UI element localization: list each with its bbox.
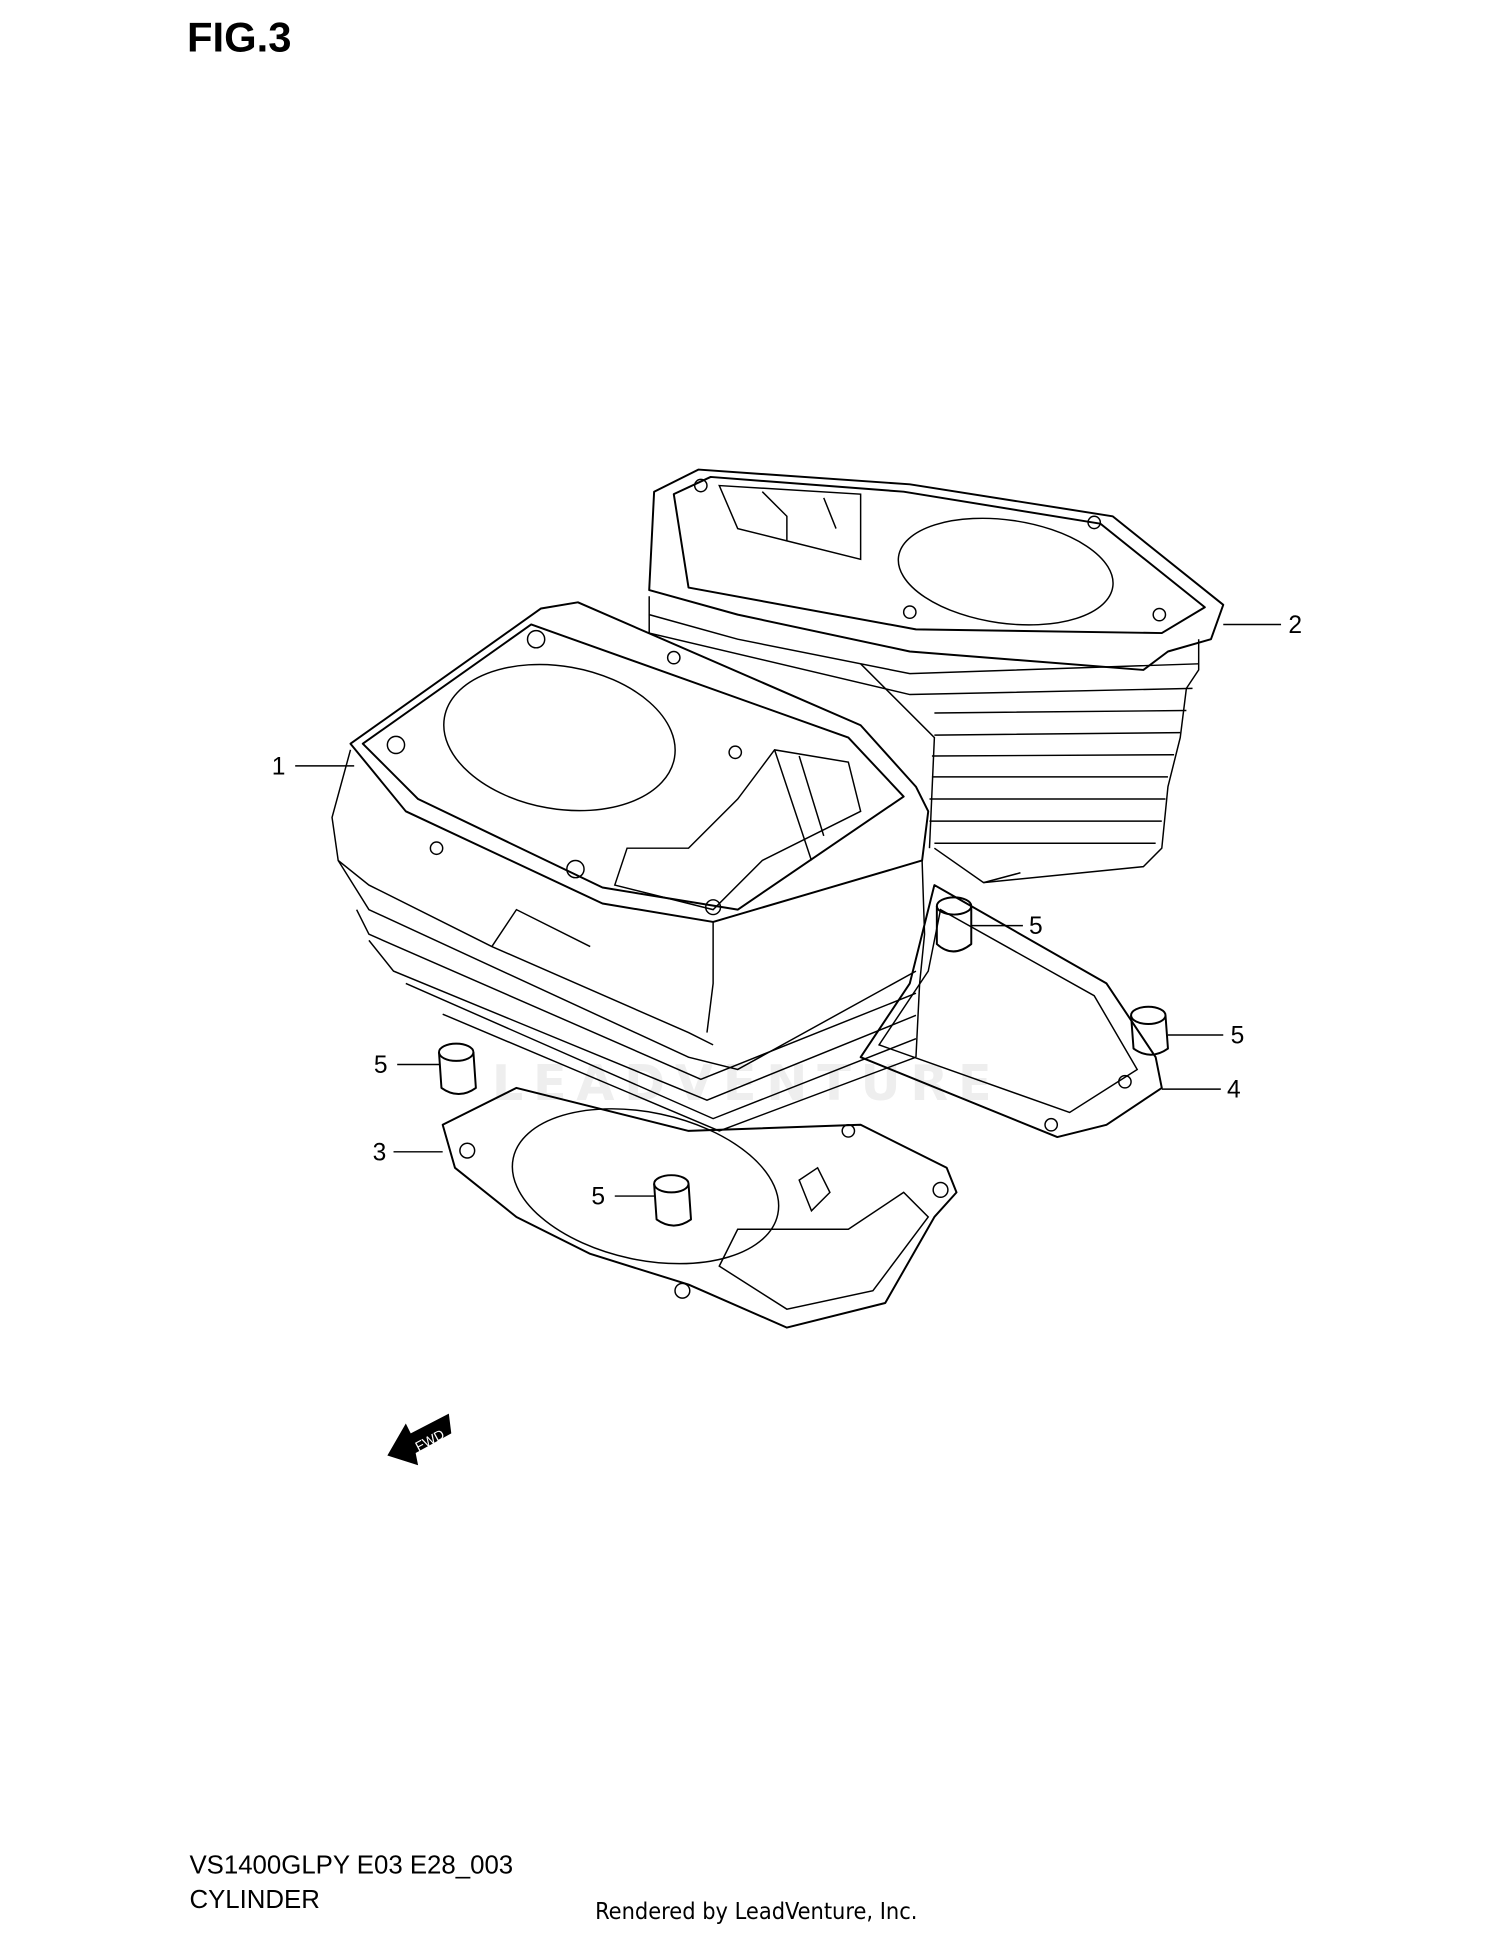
cylinder-front[interactable]	[331, 601, 930, 1132]
figure-title: FIG.3	[187, 14, 291, 61]
gasket-front[interactable]	[441, 1086, 958, 1329]
dowel-pin[interactable]	[935, 896, 973, 953]
callout-2: 2	[1288, 612, 1302, 639]
callout-5: 5	[591, 1184, 605, 1211]
callout-5: 5	[1231, 1023, 1245, 1050]
callout-5: 5	[1029, 913, 1043, 940]
dowel-pin[interactable]	[438, 1042, 477, 1096]
callout-3: 3	[373, 1139, 387, 1166]
gasket-rear[interactable]	[859, 884, 1163, 1139]
dowel-pin[interactable]	[653, 1174, 692, 1227]
callout-1: 1	[272, 753, 286, 780]
leader-lines	[295, 623, 1282, 1197]
section-name: CYLINDER	[189, 1886, 319, 1914]
cylinder-rear[interactable]	[648, 468, 1225, 884]
model-code: VS1400GLPY E03 E28_003	[189, 1851, 513, 1879]
fwd-arrow-icon: FWD	[387, 1413, 452, 1466]
dowel-pin[interactable]	[1130, 1005, 1169, 1056]
callout-4: 4	[1227, 1077, 1241, 1104]
rendered-by: Rendered by LeadVenture, Inc.	[595, 1897, 917, 1925]
callout-5: 5	[374, 1052, 388, 1079]
